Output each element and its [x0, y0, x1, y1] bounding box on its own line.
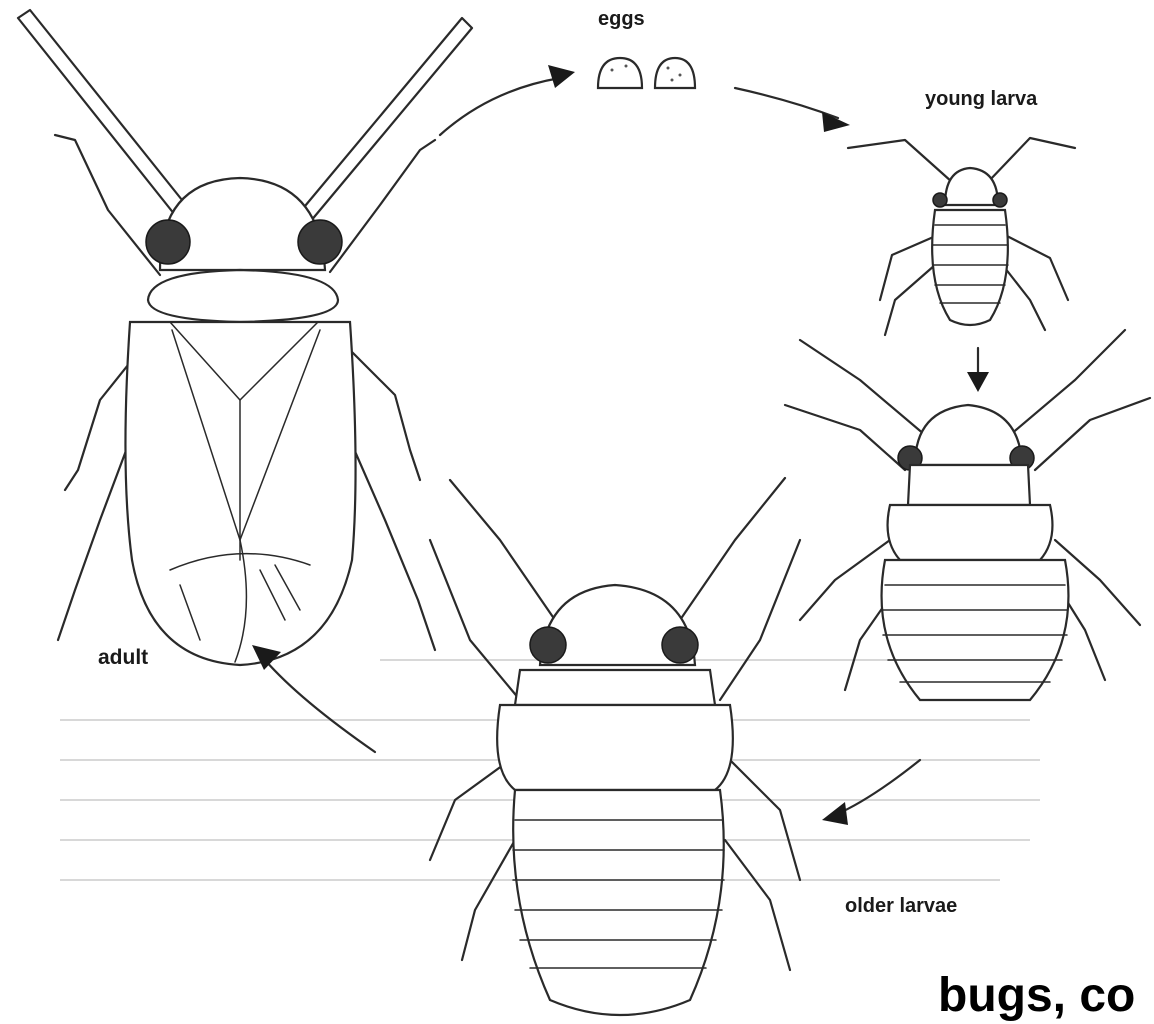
- label-older-larvae: older larvae: [845, 895, 957, 918]
- arrow-young-to-older-head: [967, 372, 989, 392]
- eggs-illustration: [598, 58, 695, 88]
- arrow-eggs-to-young-larva-head: [822, 112, 850, 132]
- arrow-adult-to-eggs: [440, 78, 560, 135]
- arrow-centre-to-adult: [265, 660, 375, 752]
- young-larva-bug: [848, 138, 1075, 335]
- older-larva-right-bug: [785, 330, 1150, 700]
- arrow-adult-to-eggs-head: [548, 65, 575, 88]
- label-adult: adult: [98, 646, 148, 670]
- older-larva-centre-bug: [430, 478, 800, 1015]
- arrow-older-to-centre: [835, 760, 920, 815]
- arrow-older-to-centre-head: [822, 802, 848, 825]
- watermark-text: bugs, co: [938, 968, 1135, 1024]
- label-eggs: eggs: [598, 8, 645, 31]
- adult-bug: [18, 10, 472, 665]
- label-young-larva: young larva: [925, 88, 1037, 111]
